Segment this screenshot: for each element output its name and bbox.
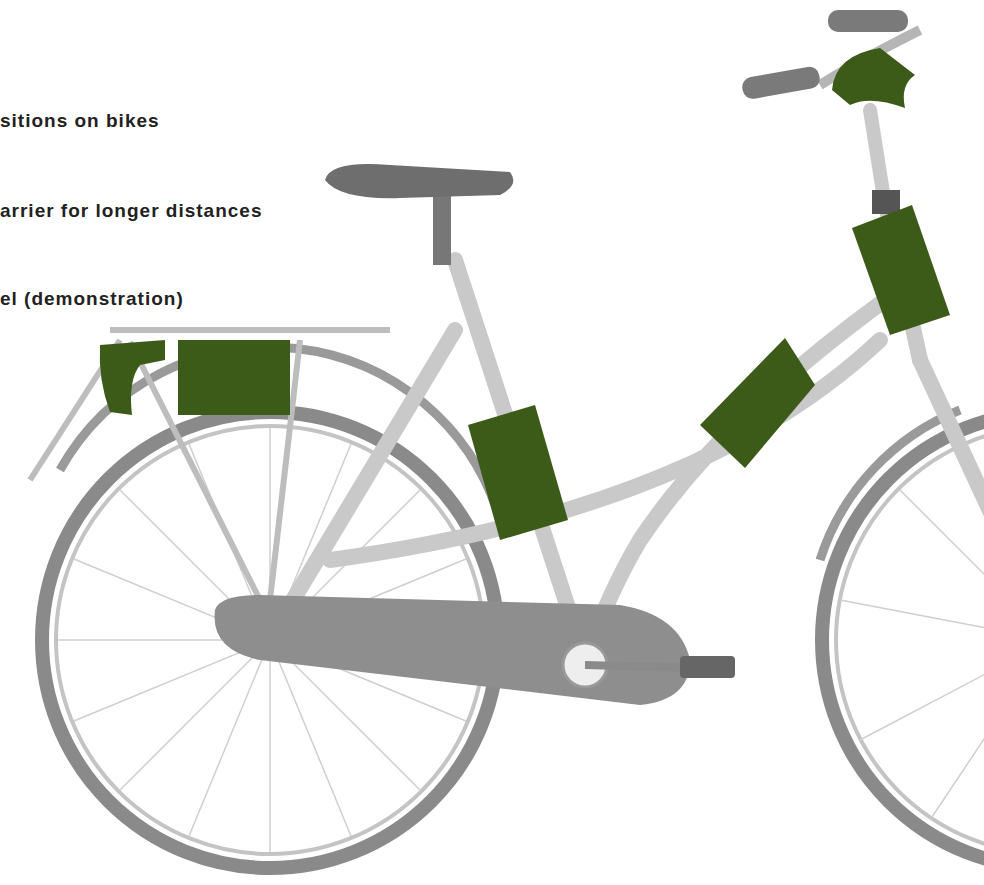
saddle bbox=[325, 164, 513, 198]
pedal bbox=[680, 656, 735, 678]
bike-frame bbox=[275, 200, 984, 660]
front-wheel bbox=[820, 410, 984, 868]
seat-post bbox=[433, 195, 451, 265]
battery-positions bbox=[100, 48, 950, 540]
handlebar bbox=[741, 10, 920, 214]
chain-guard bbox=[215, 595, 690, 705]
caption-line: sitions on bikes bbox=[0, 110, 160, 133]
caption-line: el (demonstration) bbox=[0, 288, 184, 311]
caption-line: arrier for longer distances bbox=[0, 200, 262, 223]
